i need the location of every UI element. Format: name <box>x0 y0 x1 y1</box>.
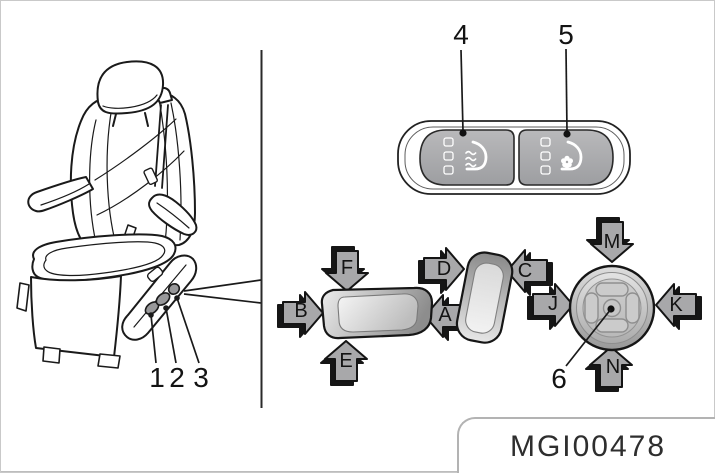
ventilation-level-indicators <box>540 137 551 175</box>
callout-3-label: 3 <box>193 362 209 393</box>
arrow-D-label: D <box>436 258 452 280</box>
left-armrest <box>27 176 137 250</box>
recline-switch-diagram <box>423 247 548 344</box>
callout-5-label: 5 <box>558 19 574 50</box>
arrow-E-label: E <box>339 350 353 372</box>
callout-2-label: 2 <box>169 362 185 393</box>
seat-ventilation-icon <box>560 140 583 171</box>
arrow-J-label: J <box>548 293 558 315</box>
knob-pads <box>584 282 640 333</box>
arrow-C-label: C <box>517 260 533 282</box>
seat-side-switch-panel <box>121 254 198 341</box>
seat-heater-icon <box>465 140 488 171</box>
arrow-N-label: N <box>605 356 621 378</box>
arrow-K-label: K <box>669 294 683 316</box>
slide-switch-diagram <box>282 250 466 382</box>
right-armrest <box>148 193 198 236</box>
arrow-B-label: B <box>294 300 308 322</box>
callout-lines-123 <box>148 295 200 364</box>
magnifier-lines <box>183 279 262 304</box>
figure-code: MGI00478 <box>509 430 667 463</box>
callout-1-label: 1 <box>149 362 165 393</box>
seatbelt <box>143 86 173 189</box>
arrow-F-label: F <box>340 257 354 279</box>
seat-switch-2 <box>155 292 171 306</box>
seat-illustration <box>16 60 198 369</box>
callout-line-6 <box>565 305 615 367</box>
figure-code-box: MGI00478 <box>457 417 715 473</box>
arrow-A-label: A <box>438 304 452 326</box>
callout-4-label: 4 <box>453 19 469 50</box>
callout-lines-45 <box>459 48 571 138</box>
heater-level-indicators <box>443 137 454 175</box>
seatback-switch-shape <box>455 251 514 344</box>
fan-glyph <box>561 155 573 169</box>
climate-switch-panel-diagram <box>397 48 631 195</box>
callout-6-label: 6 <box>551 363 567 394</box>
seat-ventilation-switch-button <box>518 129 614 186</box>
arrow-M-label: M <box>603 231 621 253</box>
seat-switch-3 <box>167 282 181 296</box>
lumbar-switch-diagram <box>532 221 697 388</box>
seat-heater-switch-button <box>419 129 515 186</box>
seat-cushion <box>16 233 177 369</box>
headrest <box>96 60 165 127</box>
